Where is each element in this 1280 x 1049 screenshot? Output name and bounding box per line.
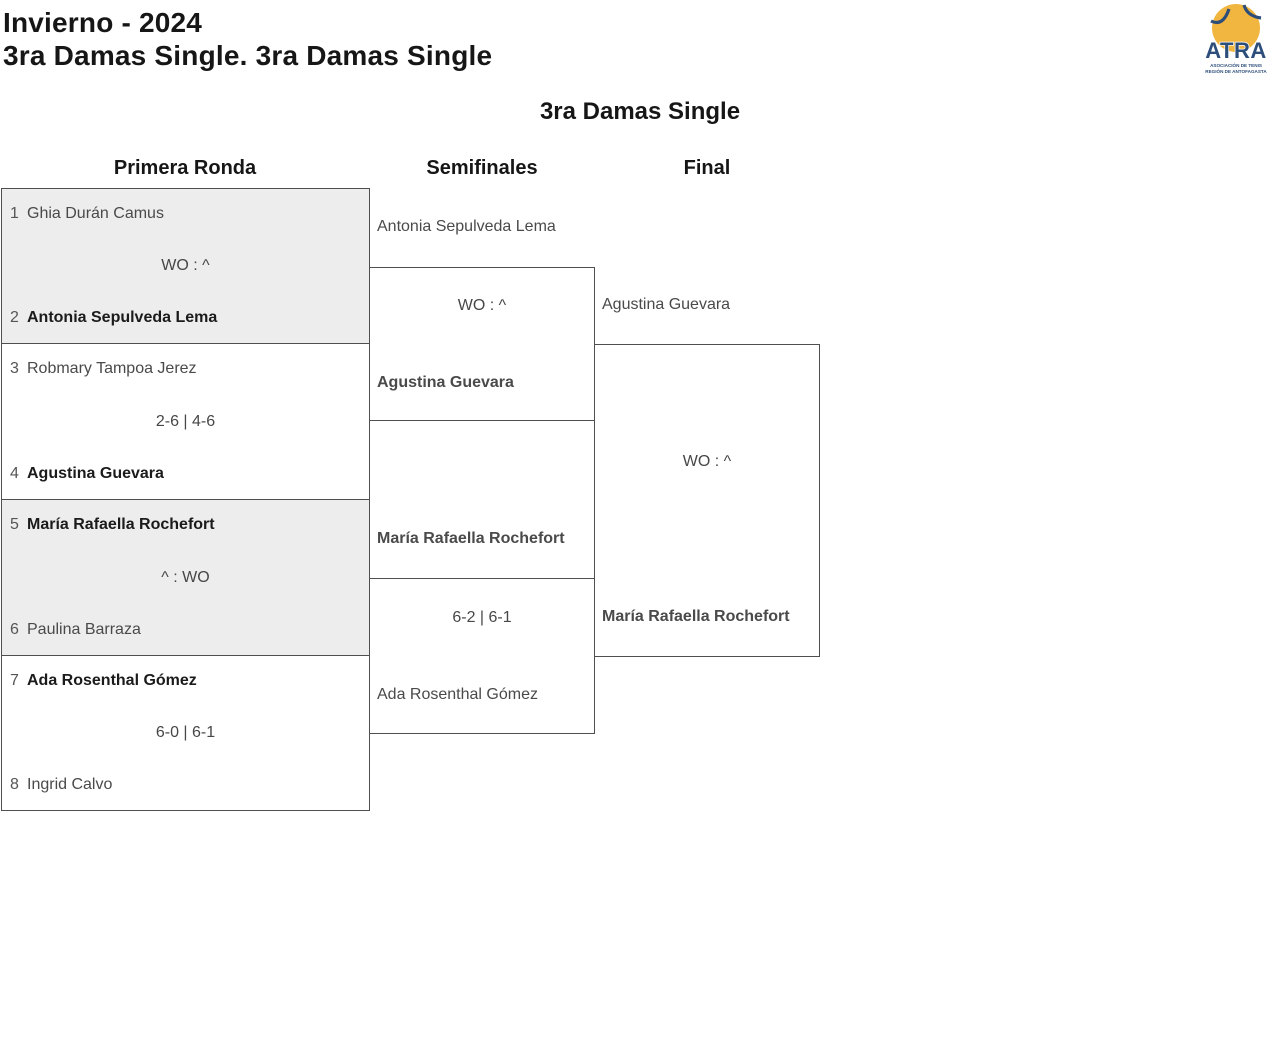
match-box-r1-m2: 3 Robmary Tampoa Jerez 2-6 | 4-6 4 Agust… bbox=[1, 343, 370, 500]
page-title: Invierno - 2024 3ra Damas Single. 3ra Da… bbox=[3, 6, 492, 72]
player-name: Agustina Guevara bbox=[27, 465, 164, 482]
seed-number: 4 bbox=[10, 465, 19, 482]
seed-number: 3 bbox=[10, 360, 19, 377]
match-score: WO : ^ bbox=[161, 257, 210, 274]
match-box-sf2 bbox=[369, 578, 595, 734]
match-score: 2-6 | 4-6 bbox=[155, 412, 216, 430]
round-header-semifinales: Semifinales bbox=[426, 157, 538, 179]
atra-logo-graphic: ATRA ASOCIACIÓN DE TENIS REGIÓN DE ANTOF… bbox=[1205, 4, 1267, 74]
match-box-r1-m3: 5 María Rafaella Rochefort ^ : WO 6 Paul… bbox=[1, 499, 370, 656]
logo-subtitle-line2: REGIÓN DE ANTOFAGASTA bbox=[1205, 67, 1267, 74]
player-name: Antonia Sepulveda Lema bbox=[377, 218, 556, 235]
seed-number: 1 bbox=[10, 205, 19, 222]
match-score: ^ : WO bbox=[161, 568, 210, 586]
player-slot: 7 Ada Rosenthal Gómez bbox=[2, 670, 369, 692]
bracket-title: 3ra Damas Single bbox=[539, 98, 741, 125]
seed-number: 6 bbox=[10, 621, 19, 638]
player-name: Paulina Barraza bbox=[27, 621, 141, 638]
seed-number: 8 bbox=[10, 776, 19, 793]
player-name: Ada Rosenthal Gómez bbox=[27, 672, 197, 689]
seed-number: 7 bbox=[10, 672, 19, 689]
player-name: Agustina Guevara bbox=[602, 296, 731, 313]
match-score: WO : ^ bbox=[457, 297, 507, 314]
player-slot: 6 Paulina Barraza bbox=[2, 619, 369, 641]
player-slot: 2 Antonia Sepulveda Lema bbox=[2, 307, 369, 329]
tournament-name: Invierno - 2024 bbox=[3, 7, 203, 38]
player-name: Ghia Durán Camus bbox=[27, 205, 164, 222]
category-name: 3ra Damas Single. 3ra Damas Single bbox=[3, 40, 493, 71]
match-score: WO : ^ bbox=[682, 453, 732, 470]
player-name: María Rafaella Rochefort bbox=[602, 608, 790, 625]
player-slot: 4 Agustina Guevara bbox=[2, 463, 369, 485]
seed-number: 2 bbox=[10, 309, 19, 326]
atra-logo: ATRA ASOCIACIÓN DE TENIS REGIÓN DE ANTOF… bbox=[1204, 2, 1268, 78]
round-header-primera-ronda: Primera Ronda bbox=[113, 157, 257, 179]
player-name: Robmary Tampoa Jerez bbox=[27, 360, 197, 377]
round-header-final: Final bbox=[683, 157, 731, 179]
tennis-ball-icon bbox=[1212, 4, 1260, 52]
ball-seam-right bbox=[1242, 4, 1262, 20]
player-name: Ada Rosenthal Gómez bbox=[377, 686, 538, 703]
player-slot: 1 Ghia Durán Camus bbox=[2, 203, 369, 225]
player-slot: 8 Ingrid Calvo bbox=[2, 774, 369, 796]
player-name: María Rafaella Rochefort bbox=[377, 530, 565, 547]
ball-seam-left bbox=[1210, 8, 1231, 25]
match-box-sf1 bbox=[369, 267, 595, 421]
player-name: Ingrid Calvo bbox=[27, 776, 113, 793]
player-name: María Rafaella Rochefort bbox=[27, 516, 215, 533]
match-box-r1-m4: 7 Ada Rosenthal Gómez 6-0 | 6-1 8 Ingrid… bbox=[1, 655, 370, 811]
player-name: Agustina Guevara bbox=[377, 374, 514, 391]
match-score: 6-0 | 6-1 bbox=[155, 724, 216, 741]
seed-number: 5 bbox=[10, 516, 19, 533]
logo-acronym: ATRA bbox=[1205, 38, 1266, 63]
match-score: 6-2 | 6-1 bbox=[452, 609, 512, 626]
match-box-r1-m1: 1 Ghia Durán Camus WO : ^ 2 Antonia Sepu… bbox=[1, 188, 370, 344]
player-slot: 5 María Rafaella Rochefort bbox=[2, 514, 369, 536]
player-slot: 3 Robmary Tampoa Jerez bbox=[2, 358, 369, 380]
match-box-final bbox=[594, 344, 820, 657]
player-name: Antonia Sepulveda Lema bbox=[27, 309, 218, 326]
logo-subtitle-line1: ASOCIACIÓN DE TENIS bbox=[1210, 61, 1262, 68]
